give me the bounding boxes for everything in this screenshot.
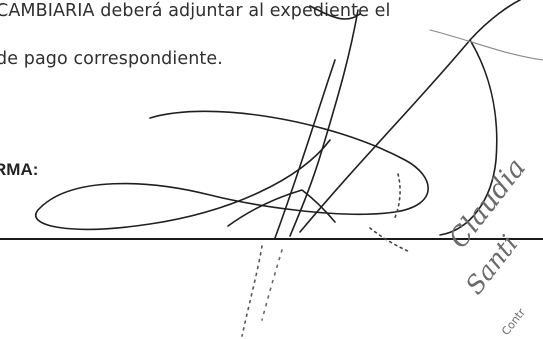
- body-text-line-2: de pago correspondiente.: [0, 49, 223, 69]
- stamp-role-fragment: Contr: [499, 306, 528, 338]
- signature-field-label: RMA:: [0, 160, 39, 179]
- stamp-name-line-2: Santi: [460, 230, 524, 300]
- signature-underline: [0, 238, 543, 240]
- body-text-line-1: CAMBIARIA deberá adjuntar al expediente …: [0, 1, 391, 21]
